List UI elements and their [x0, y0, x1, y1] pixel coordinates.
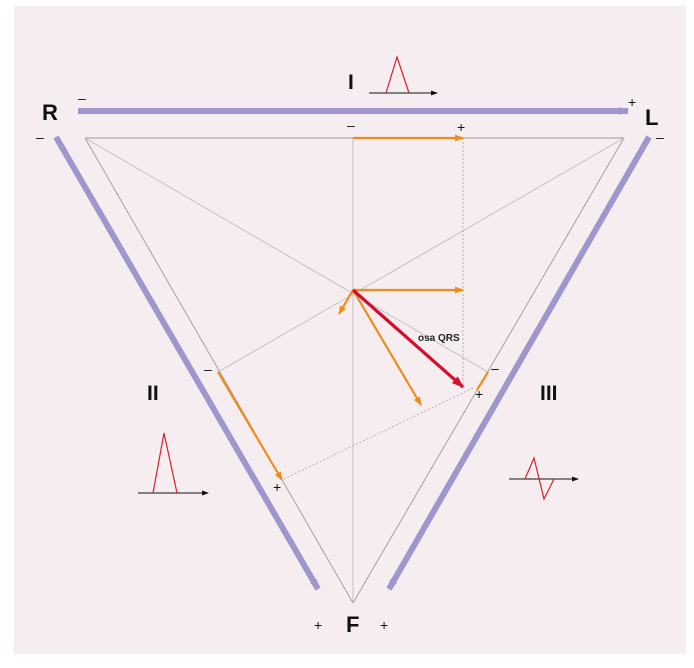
lead-1-label: I [348, 71, 354, 94]
projection-guides [281, 138, 474, 481]
center-projection-lead-3 [338, 289, 354, 315]
center-projection-lead-2 [352, 289, 422, 406]
inner-triangle [84, 137, 625, 604]
lead-1-plus-sign: + [628, 94, 637, 110]
projection-1-minus-sign: – [347, 117, 355, 133]
lead-arrows [53, 107, 652, 591]
positive-qrs-complex-icon [369, 55, 438, 96]
vertex-f-label: F [346, 612, 360, 637]
qrs-axis-label: osa QRS [418, 333, 460, 344]
lead-3-arrow [386, 135, 652, 591]
lead-2-label: II [147, 382, 159, 405]
lead-3-label: III [540, 382, 558, 405]
lead-axis-lines [84, 137, 625, 603]
vertex-l-label: L [645, 105, 659, 130]
projection-3-minus-sign: – [491, 360, 499, 376]
tall-positive-qrs-complex-icon [138, 432, 209, 496]
lead-1-minus-sign: – [78, 90, 86, 106]
lead-2-plus-sign: + [314, 617, 323, 633]
projection-vectors [217, 134, 489, 481]
projection-3-plus-sign: + [475, 386, 484, 402]
projection-2-minus-sign: – [204, 361, 212, 377]
lead-2-projection [217, 371, 283, 481]
lead-3-minus-sign: – [656, 129, 664, 145]
projection-1-plus-sign: + [457, 119, 466, 135]
vertex-r-label: R [42, 100, 58, 125]
biphasic-qrs-complex-icon [509, 456, 579, 501]
qrs-axis-arrow [351, 288, 465, 389]
lead-3-projection [476, 371, 489, 391]
projection-2-plus-sign: + [273, 479, 282, 495]
lead-2-arrow [53, 135, 321, 591]
lead-3-plus-sign: + [380, 617, 389, 633]
lead-2-minus-sign: – [36, 129, 44, 145]
